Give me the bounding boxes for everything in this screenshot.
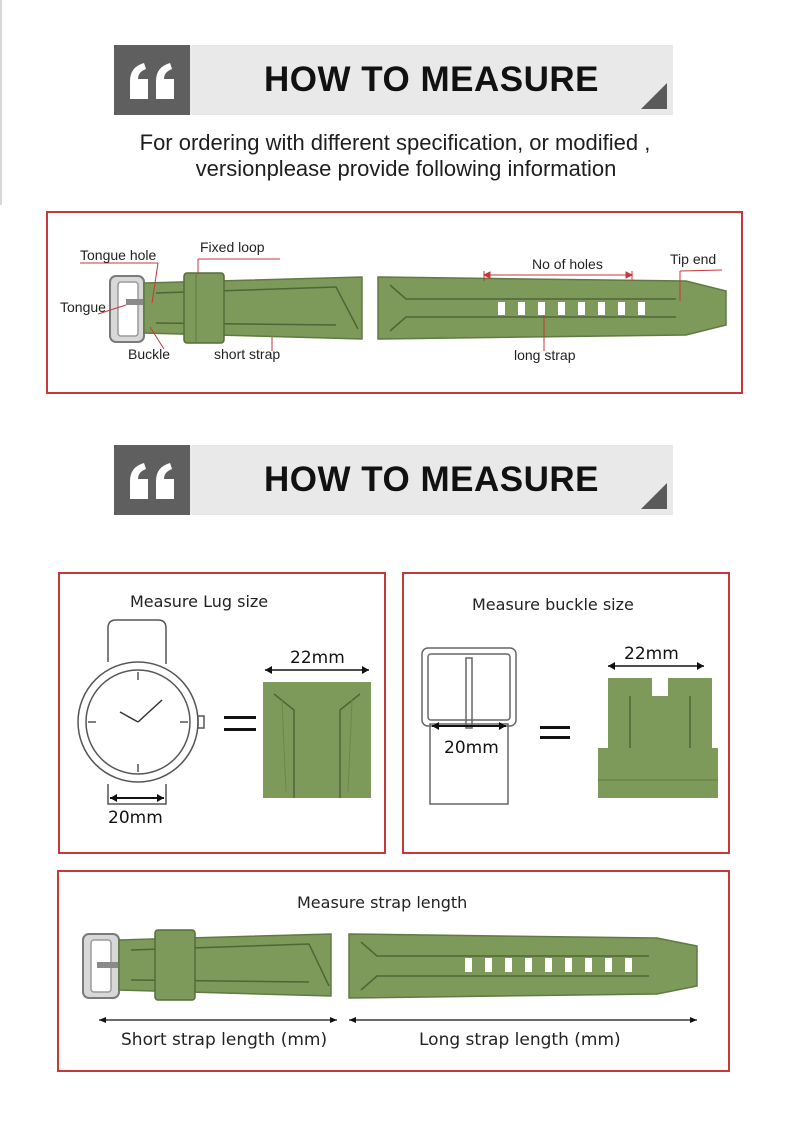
short-strap-icon	[118, 929, 332, 1001]
quote-box	[114, 445, 190, 515]
label-tongue: Tongue	[60, 299, 106, 315]
quote-box	[114, 45, 190, 115]
intro-line-2: versionplease provide following informat…	[195, 156, 617, 181]
lug-panel-title: Measure Lug size	[130, 592, 269, 611]
strap-end-icon	[263, 682, 371, 798]
buckle-icon	[109, 275, 150, 343]
label-tongue-hole: Tongue hole	[80, 247, 157, 263]
strap-length-panel: Measure strap length Short	[57, 870, 730, 1072]
long-strap-icon	[348, 933, 698, 999]
lug-strap-width-label: 22mm	[290, 648, 345, 668]
watch-icon	[77, 619, 205, 805]
quote-icon	[130, 463, 174, 499]
corner-triangle	[641, 83, 667, 109]
buckle-size-panel: Measure buckle size 20mm 22mm	[402, 572, 730, 854]
short-strap-icon	[143, 272, 363, 344]
buckle-strap-width-label: 22mm	[624, 644, 679, 664]
intro-line-1: For ordering with different specificatio…	[139, 130, 651, 155]
label-long-strap: long strap	[514, 347, 576, 363]
banner-title: HOW TO MEASURE	[264, 460, 599, 499]
strap-parts-diagram: Tongue hole Fixed loop Tongue Buckle sho…	[46, 211, 743, 394]
equals-icon	[540, 726, 570, 739]
buckle-icon	[82, 933, 123, 999]
edge-line	[0, 0, 2, 205]
banner-title: HOW TO MEASURE	[264, 60, 599, 99]
buckle-width-label: 20mm	[444, 738, 499, 758]
equals-icon	[224, 716, 256, 731]
quote-icon	[130, 63, 174, 99]
lug-drawing	[77, 619, 371, 805]
long-strap-icon	[377, 276, 727, 340]
label-no-of-holes: No of holes	[532, 256, 603, 272]
strap-parts-drawing	[80, 258, 727, 351]
lug-size-panel: Measure Lug size 20mm 22mm	[58, 572, 386, 854]
buckle-panel-title: Measure buckle size	[472, 595, 634, 614]
label-buckle: Buckle	[128, 346, 171, 362]
corner-triangle	[641, 483, 667, 509]
label-fixed-loop: Fixed loop	[200, 239, 265, 255]
long-length-label: Long strap length (mm)	[419, 1030, 621, 1050]
strap-buckle-end-icon	[598, 678, 718, 798]
short-length-label: Short strap length (mm)	[121, 1030, 328, 1050]
label-short-strap: short strap	[214, 346, 281, 362]
label-tip-end: Tip end	[670, 251, 717, 267]
section-banner-1: HOW TO MEASURE	[114, 45, 673, 115]
length-drawing	[82, 929, 698, 1023]
lug-width-label: 20mm	[108, 808, 163, 828]
section-banner-2: HOW TO MEASURE	[114, 445, 673, 515]
buckle-drawing	[421, 647, 718, 805]
length-panel-title: Measure strap length	[297, 893, 468, 912]
